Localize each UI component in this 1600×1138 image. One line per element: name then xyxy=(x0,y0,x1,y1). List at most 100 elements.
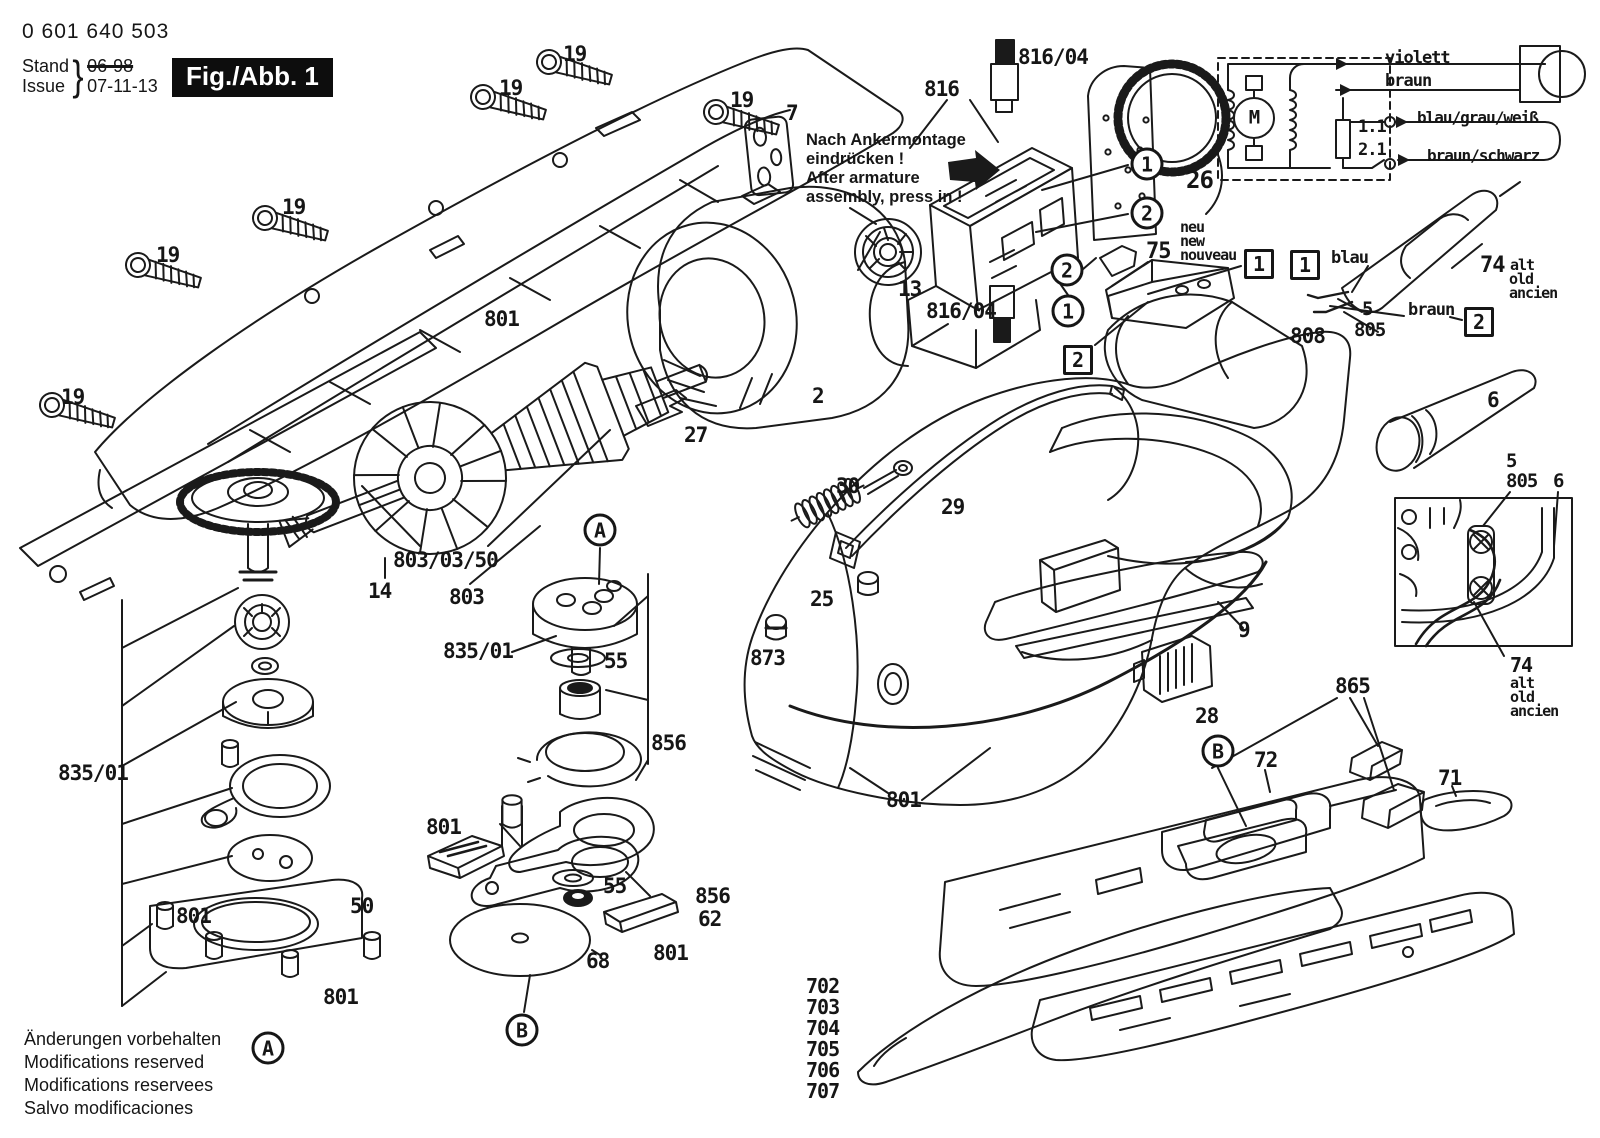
part-label-68: 68 xyxy=(586,949,610,973)
clips-865 xyxy=(1212,698,1424,828)
contact-label-2-1: 2.1 xyxy=(1358,140,1387,160)
part-label-50: 50 xyxy=(350,894,374,918)
switch-assembly-816 xyxy=(908,148,1078,368)
part-number: 0 601 640 503 xyxy=(22,20,170,43)
part-label-2: 2 xyxy=(812,384,825,408)
ref-marker-circle-B: B xyxy=(1201,734,1235,768)
ref-marker-box-2: 2 xyxy=(1464,307,1494,337)
part-label-71: 71 xyxy=(1438,766,1462,790)
part-label-62: 62 xyxy=(698,907,722,931)
part-label-55: 55 xyxy=(604,649,628,673)
bail-lever-29 xyxy=(830,385,1124,568)
ref-marker-box-1: 1 xyxy=(1290,250,1320,280)
insert-plate-72 xyxy=(1162,768,1330,870)
part-label-19: 19 xyxy=(563,42,587,66)
ref-marker-circle-1: 1 xyxy=(1051,294,1085,328)
part-label-805: 805 xyxy=(1506,470,1538,492)
part-label-alt: alt xyxy=(1510,256,1535,274)
perforated-sole-plate xyxy=(1032,893,1514,1060)
part-label-19: 19 xyxy=(156,243,180,267)
part-label-27: 27 xyxy=(684,423,708,447)
ref-marker-box-2: 2 xyxy=(1063,345,1093,375)
superseded-date: 06-98 xyxy=(87,56,134,76)
part-label-707: 707 xyxy=(806,1079,840,1103)
foot-702-707 xyxy=(858,888,1342,1084)
carbon-brush-816-04-top xyxy=(991,40,1018,112)
part-label-801: 801 xyxy=(323,985,359,1009)
part-label-856: 856 xyxy=(695,884,731,908)
wire-label-violett: violett xyxy=(1385,48,1451,68)
part-label-74: 74 xyxy=(1480,253,1505,278)
part-label-856: 856 xyxy=(651,731,687,755)
spring-30 xyxy=(786,474,869,532)
switch-knob-75 xyxy=(1100,246,1234,328)
part-label-706: 706 xyxy=(806,1058,840,1082)
part-label-702: 702 xyxy=(806,974,840,998)
part-label-blau: blau xyxy=(1331,248,1369,268)
part-label-6: 6 xyxy=(1553,470,1564,492)
small-cylinder-873 xyxy=(766,615,786,640)
part-label-865: 865 xyxy=(1335,674,1371,698)
part-label-801: 801 xyxy=(886,788,922,812)
part-label-801: 801 xyxy=(426,815,462,839)
title-block: 0 601 640 503 Stand Issue } 06-98 07-11-… xyxy=(22,20,169,100)
ref-marker-box-1: 1 xyxy=(1244,249,1274,279)
part-label-703: 703 xyxy=(806,995,840,1019)
part-label-835-01: 835/01 xyxy=(443,639,514,663)
part-label-816-04: 816/04 xyxy=(926,299,997,323)
part-label-801: 801 xyxy=(653,941,689,965)
detail-inset-74 xyxy=(1395,492,1572,656)
eccentric-assembly xyxy=(428,548,678,1012)
part-label-28: 28 xyxy=(1195,704,1219,728)
part-label-neu: neu xyxy=(1180,218,1205,236)
platen-9 xyxy=(985,552,1263,658)
part-label-26: 26 xyxy=(1186,166,1214,194)
misc-leaders xyxy=(850,165,1462,800)
part-label-25: 25 xyxy=(810,587,834,611)
small-cylinder-25 xyxy=(858,572,878,595)
contact-label-1-1: 1.1 xyxy=(1358,117,1387,137)
part-label-19: 19 xyxy=(61,385,85,409)
cord-grommet-808 xyxy=(1050,295,1307,564)
part-label-803-03-50: 803/03/50 xyxy=(393,548,499,572)
armature-label-leaders xyxy=(362,100,998,584)
ball-bearing-13 xyxy=(855,219,921,285)
part-label-ancien: ancien xyxy=(1510,702,1559,720)
carbon-brush-816-04-bottom xyxy=(990,286,1014,342)
part-label-704: 704 xyxy=(806,1016,840,1040)
part-label-new: new xyxy=(1180,232,1205,250)
blade-clip-71 xyxy=(1421,786,1512,830)
part-label-705: 705 xyxy=(806,1037,840,1061)
gear-train-column xyxy=(122,472,381,1006)
part-label-801: 801 xyxy=(176,904,212,928)
wire-label-braun-schwarz: braun/schwarz xyxy=(1427,146,1540,165)
ref-marker-circle-B: B xyxy=(505,1013,539,1047)
upper-housing-shell xyxy=(20,49,903,601)
part-label-873: 873 xyxy=(750,646,786,670)
part-label-nouveau: nouveau xyxy=(1180,246,1237,264)
brace-glyph: } xyxy=(72,52,84,99)
assembly-note: Nach Ankermontage eindrücken ! After arm… xyxy=(806,131,966,206)
part-label-old: old xyxy=(1509,270,1534,288)
slider-28 xyxy=(1134,636,1212,702)
part-label-55: 55 xyxy=(603,874,627,898)
part-label-72: 72 xyxy=(1254,748,1278,772)
part-label-19: 19 xyxy=(499,76,523,100)
gear-plate-26 xyxy=(1088,64,1226,240)
base-plate-assembly xyxy=(940,777,1424,986)
modifications-footer: Änderungen vorbehalten Modifications res… xyxy=(24,1029,222,1118)
ref-marker-circle-2: 2 xyxy=(1050,253,1084,287)
part-label-9: 9 xyxy=(1238,618,1251,642)
part-label-14: 14 xyxy=(368,579,392,603)
part-label-alt: alt xyxy=(1510,674,1535,692)
issue-label: Issue xyxy=(22,76,66,96)
ref-marker-circle-A: A xyxy=(583,513,617,547)
part-label-19: 19 xyxy=(282,195,306,219)
part-label-braun: braun xyxy=(1408,300,1455,320)
part-label-808: 808 xyxy=(1290,324,1326,348)
part-label-6: 6 xyxy=(1487,388,1500,412)
press-in-arrow-icon xyxy=(948,150,1000,190)
part-label-803: 803 xyxy=(449,585,485,609)
wiring-schematic xyxy=(1218,46,1585,180)
